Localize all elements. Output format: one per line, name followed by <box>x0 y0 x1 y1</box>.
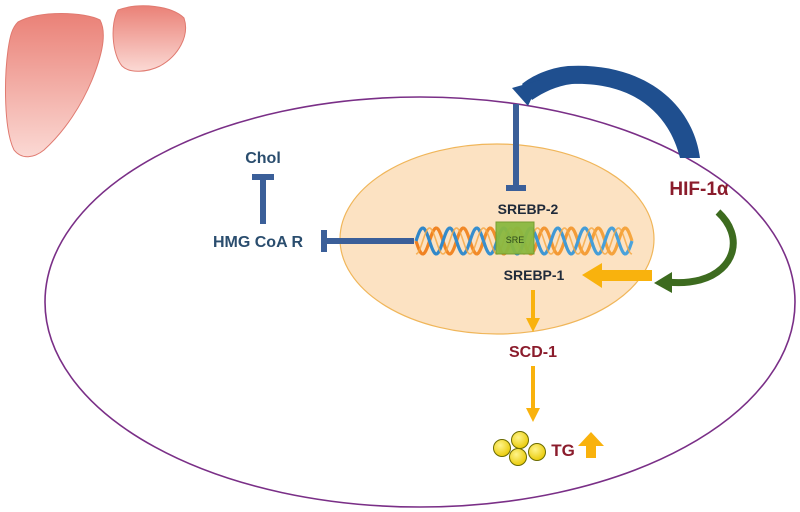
sre-element: SRE <box>495 221 535 255</box>
cell-membrane <box>44 96 796 508</box>
chol-label: Chol <box>245 150 281 167</box>
hif1a-label: HIF-1α <box>669 179 729 200</box>
srebp2-label: SREBP-2 <box>498 201 559 217</box>
hif-to-srebp2-arrow <box>512 65 700 158</box>
hmgcoar-to-chol-inhibition <box>252 174 274 224</box>
scd1-label: SCD-1 <box>509 344 557 361</box>
srebp2-inhibition <box>506 104 526 191</box>
tg-increase-arrow-icon <box>578 432 604 458</box>
dna-to-hmgcoar-inhibition <box>321 230 414 252</box>
yellow-arrow-scd1-to-tg <box>526 366 540 422</box>
yellow-arrow-to-srebp1 <box>582 263 652 288</box>
hmg-coa-r-label: HMG CoA R <box>213 234 304 251</box>
srebp1-label: SREBP-1 <box>504 267 565 283</box>
liver-icon <box>5 5 186 158</box>
tg-label: TG <box>551 441 575 460</box>
sre-label: SRE <box>506 235 525 245</box>
hif-to-srebp1-arrow <box>654 209 737 293</box>
yellow-arrow-srebp1-to-scd1 <box>526 290 540 332</box>
lipid-droplets-icon <box>493 431 546 466</box>
